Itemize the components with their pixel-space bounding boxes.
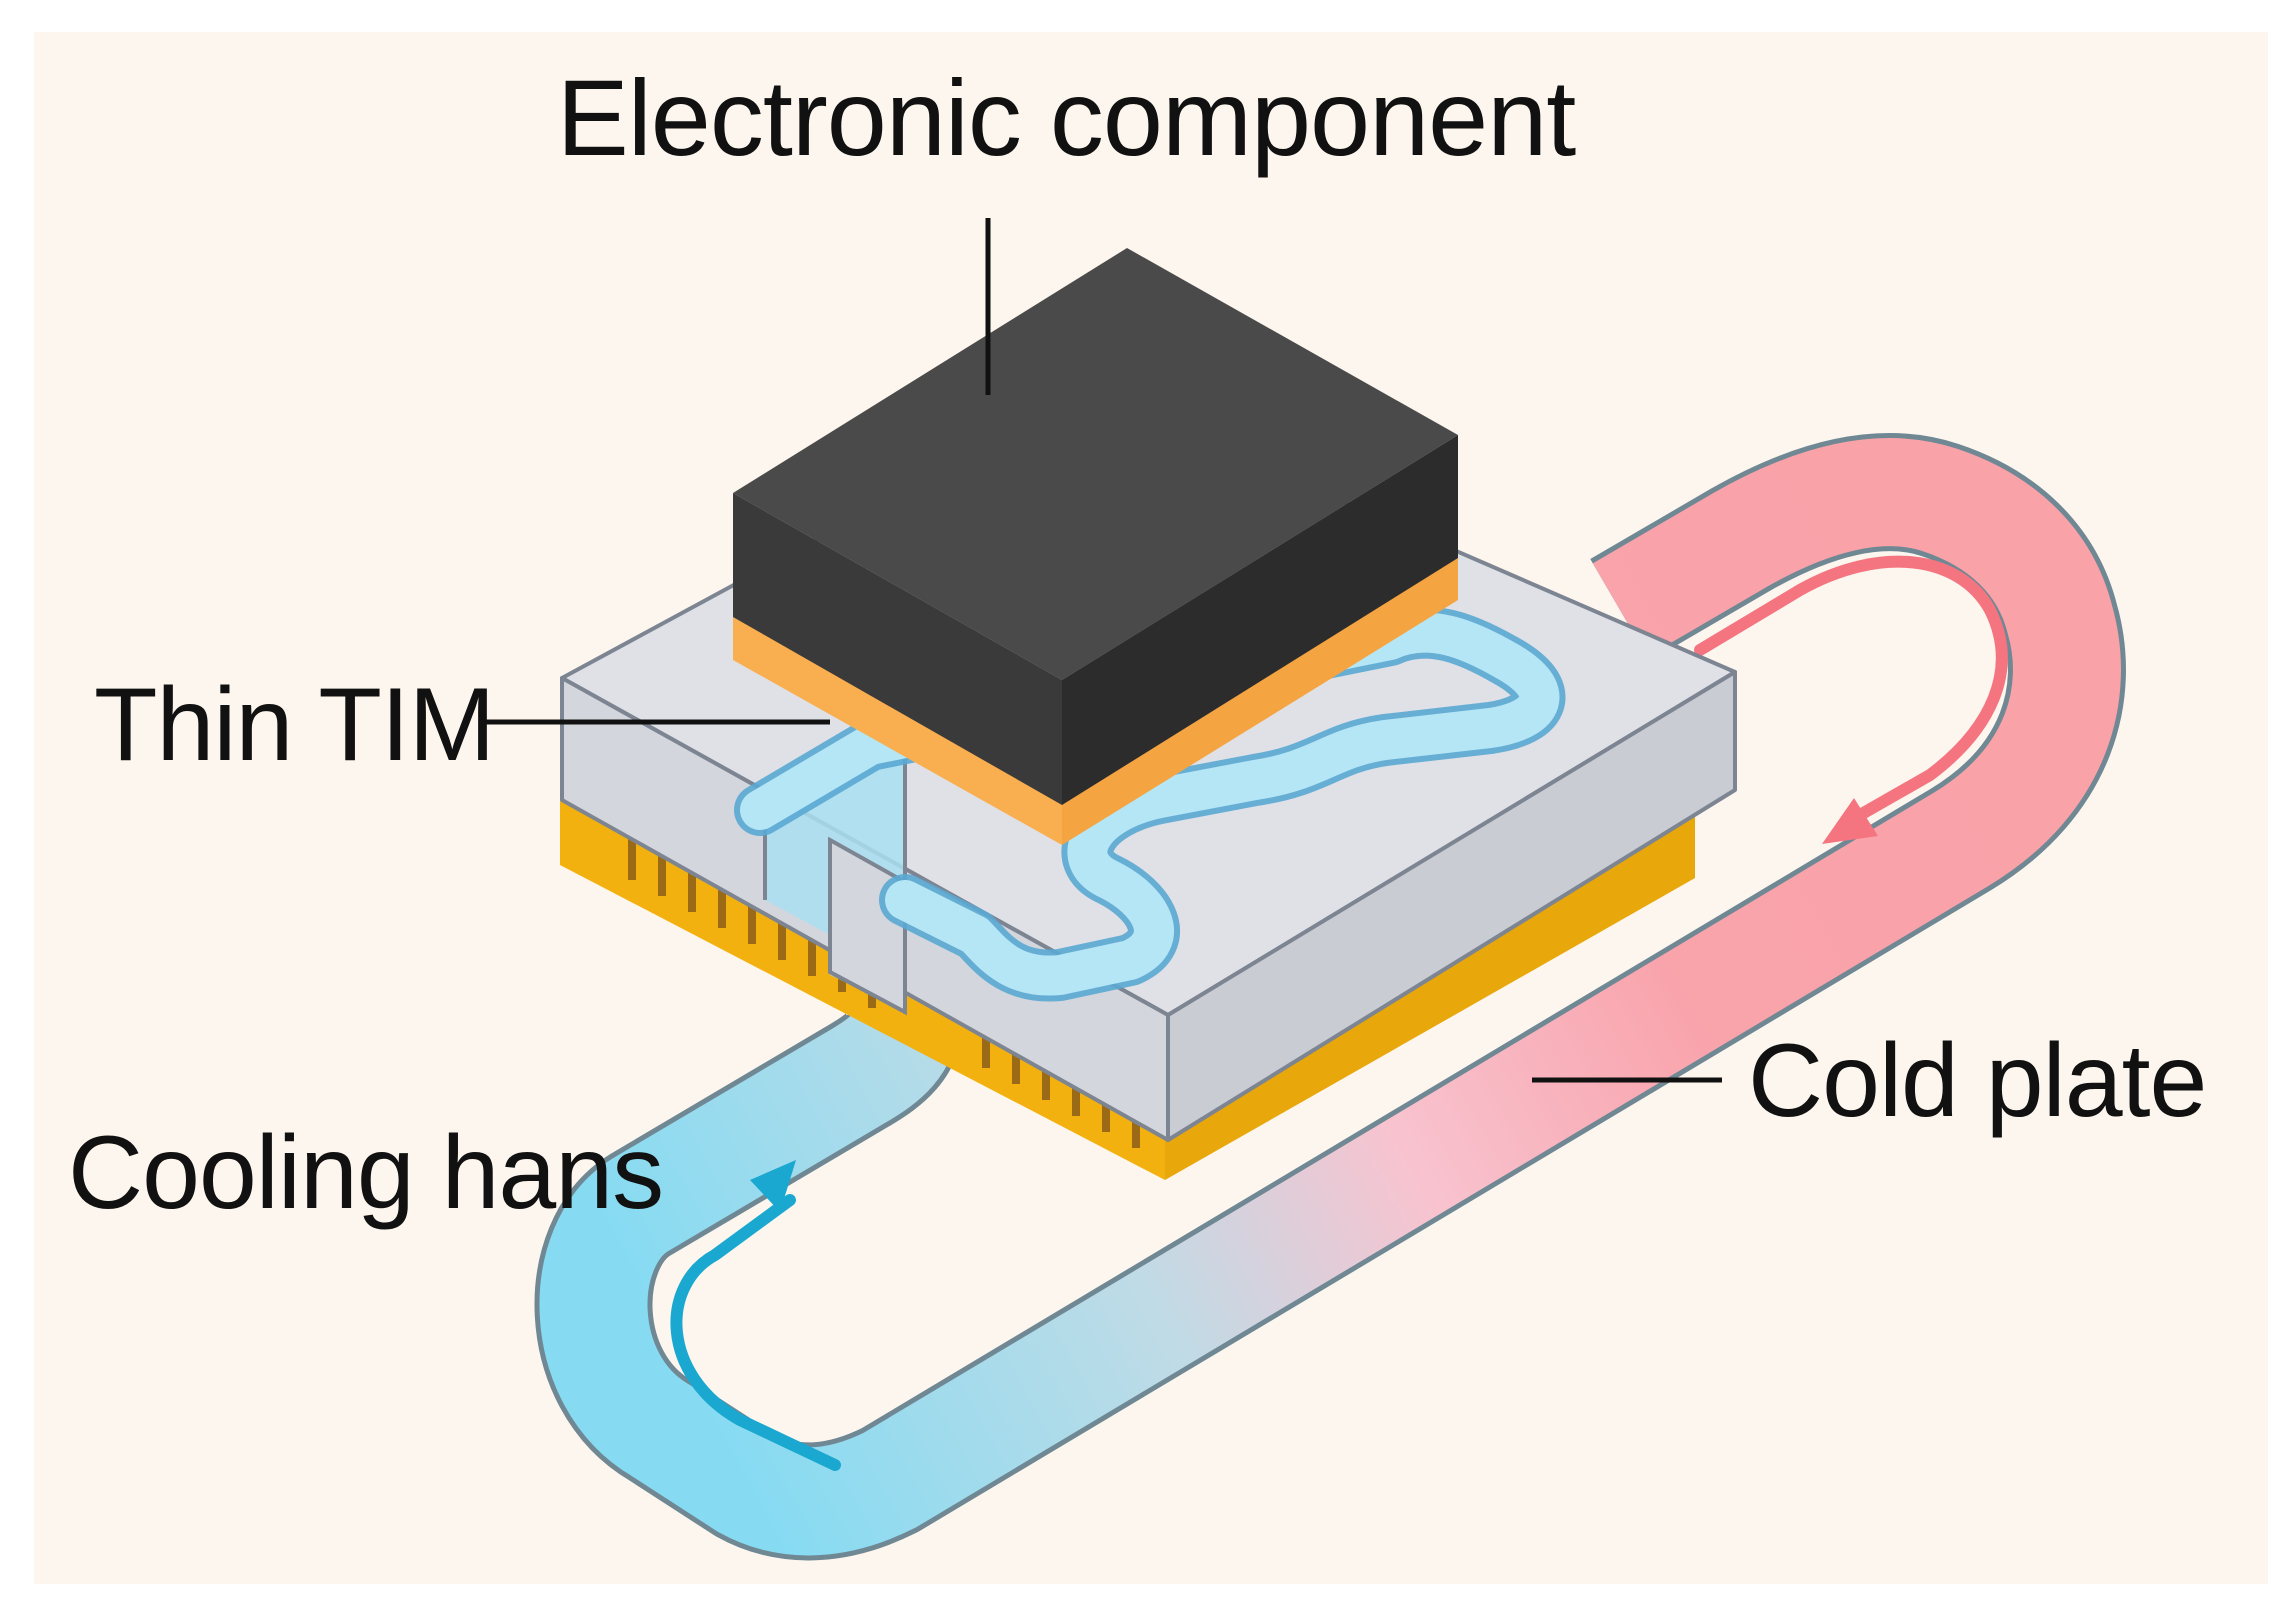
coolant-flow-line — [670, 1194, 841, 1471]
cold-flow-arrow-icon — [750, 1160, 796, 1212]
component-top — [733, 248, 1458, 680]
leader-lines — [485, 218, 1722, 1083]
label-cold-plate: Cold plate — [1748, 1023, 2206, 1139]
coolant-loop — [534, 433, 2126, 1561]
component-side-left — [733, 493, 1062, 805]
label-cooling-channels: Cooling hans — [68, 1115, 663, 1231]
component-side-right — [1062, 435, 1458, 805]
tim-side-left — [733, 617, 1062, 845]
cooling-channel-serpentine-inner — [740, 612, 1560, 996]
hot-flow-line — [1694, 555, 2008, 821]
thin-tim — [733, 558, 1458, 845]
coolant-loop-fill — [539, 438, 2121, 1556]
hot-flow-arrow-icon — [1822, 798, 1878, 844]
tim-side-right — [1062, 558, 1458, 845]
label-electronic-component: Electronic component — [557, 57, 1577, 178]
label-thin-tim: Thin TIM — [94, 667, 494, 783]
electronic-component — [733, 248, 1458, 805]
cold-plate-side-right — [1166, 670, 1737, 1142]
